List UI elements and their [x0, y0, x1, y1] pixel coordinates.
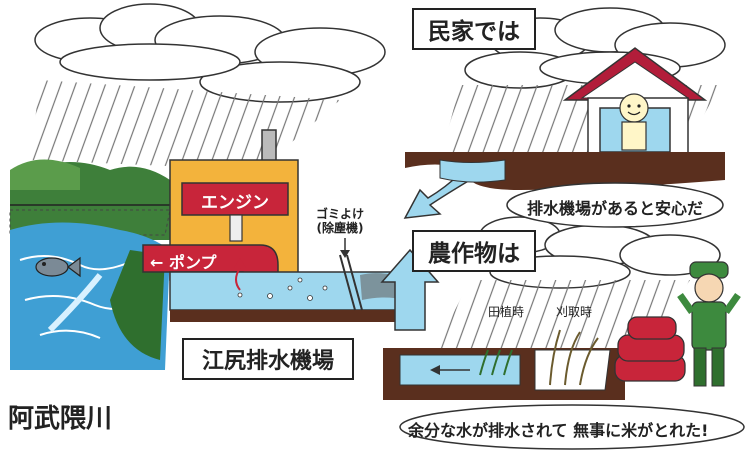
station-name: 江尻排水機場	[182, 338, 354, 380]
trash-screen-line1: ゴミよけ	[316, 207, 365, 221]
crops-heading: 農作物は	[412, 230, 536, 272]
rice-ripe	[549, 329, 599, 386]
house	[562, 47, 708, 161]
rice-bags	[614, 316, 686, 382]
fish-icon	[35, 256, 81, 278]
speech-bubble-farmer	[399, 404, 745, 450]
engine-label: エンジン	[201, 193, 269, 213]
trash-screen-label: ゴミよけ (除塵機)	[316, 207, 364, 235]
pump-station	[142, 129, 409, 322]
minka-heading: 民家では	[412, 8, 536, 50]
planting-time-label: 田植時	[488, 305, 525, 319]
river-name: 阿武隈川	[8, 404, 113, 434]
speech-farmer-text: 余分な水が排水されて 無事に米がとれた!	[408, 421, 709, 440]
harvest-field	[534, 349, 611, 391]
pump-label: ← ポンプ	[150, 253, 217, 272]
house-ditch	[439, 159, 506, 183]
river-scene	[9, 159, 171, 370]
harvest-time-label: 刈取時	[556, 305, 593, 319]
trash-screen-line2: (除塵機)	[316, 221, 364, 235]
speech-bubble-house	[506, 182, 724, 228]
speech-house-text: 排水機場があると安心だ	[527, 199, 704, 218]
farmer	[677, 261, 741, 387]
rice-seedlings	[479, 349, 513, 376]
left-cloud	[34, 3, 386, 103]
